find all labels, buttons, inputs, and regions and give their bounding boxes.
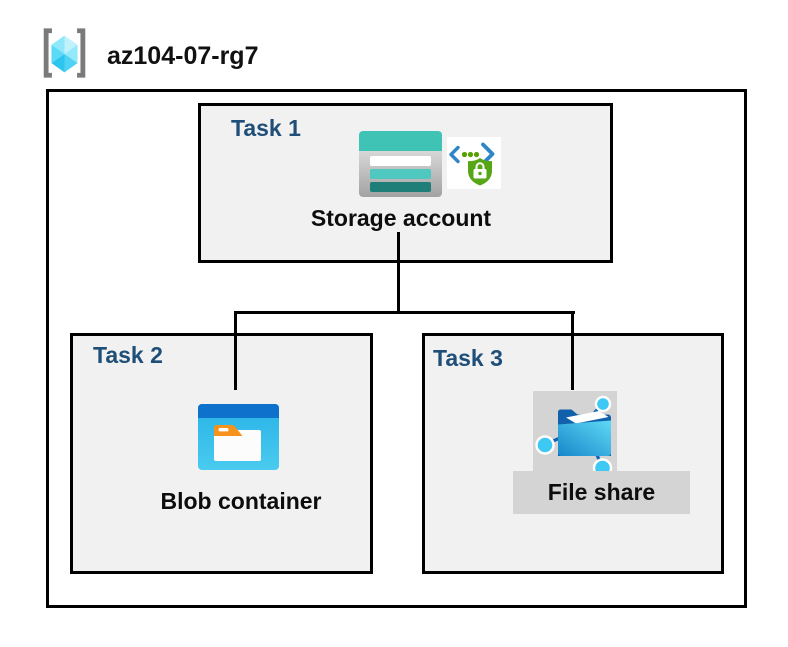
task-1-label: Task 1 [231,115,301,141]
resource-group-icon [43,28,86,78]
api-security-icon [447,137,501,189]
connector-to-blob-container [234,311,237,390]
blob-container-icon [198,404,279,470]
task-2-label: Task 2 [93,342,163,368]
file-share-label-chip: File share [513,471,690,514]
blob-container-label: Blob container [160,488,322,514]
task-3-label: Task 3 [433,345,503,371]
task-1-box: Task 1 Storage account [198,103,613,263]
connector-branch-horizontal [234,311,575,314]
connector-storage-trunk [397,232,400,313]
file-share-label: File share [547,479,656,505]
file-share-icon-chip [533,391,617,478]
connector-to-file-share [571,311,574,390]
resource-group-name: az104-07-rg7 [107,42,259,70]
storage-account-label: Storage account [310,205,492,231]
storage-account-icon [359,131,442,197]
task-2-box: Task 2 Blob container [70,333,373,574]
